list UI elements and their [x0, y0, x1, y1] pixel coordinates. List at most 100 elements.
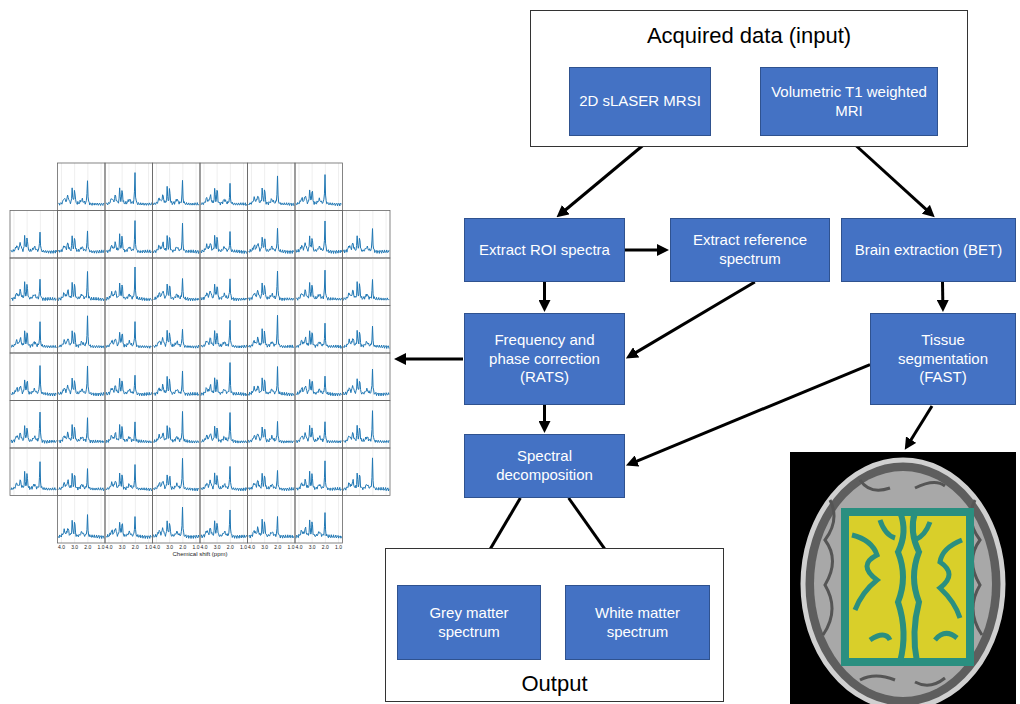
- grid-line: [74, 211, 75, 259]
- process-box: Volumetric T1 weighted MRI: [760, 67, 938, 136]
- process-box: Extract reference spectrum: [670, 218, 830, 282]
- brain-image: [790, 452, 1016, 704]
- tick-label: 3.0: [166, 544, 173, 550]
- cell-frame: [153, 401, 201, 449]
- spectrum-trace: [249, 315, 295, 348]
- tick-label: 3.0: [309, 544, 316, 550]
- process-box: White matter spectrum: [565, 585, 710, 660]
- grey-matter-rim: [845, 512, 970, 662]
- spectrum-cell: [58, 448, 106, 496]
- spectrum-cell: [105, 448, 153, 496]
- cell-frame: [248, 258, 296, 306]
- spectra-grid: [10, 163, 390, 543]
- spectrum-trace: [106, 221, 152, 253]
- cell-frame: [343, 306, 391, 354]
- cell-frame: [343, 258, 391, 306]
- flow-arrow: [941, 282, 944, 304]
- spectrum-trace: [344, 279, 390, 300]
- image-background: [790, 452, 1016, 704]
- spectrum-cell: [10, 448, 58, 496]
- grid-line: [169, 496, 170, 544]
- grey-matter-midline: [898, 512, 919, 662]
- spectrum-cell: [105, 163, 153, 211]
- spectrum-cell: [10, 353, 58, 401]
- grid-line: [217, 306, 218, 354]
- grid-line: [169, 163, 170, 211]
- cell-frame: [200, 211, 248, 259]
- spectrum-trace: [249, 517, 295, 539]
- spectrum-cell: [200, 163, 248, 211]
- cell-frame: [153, 163, 201, 211]
- grid-line: [122, 353, 123, 401]
- cell-frame: [58, 211, 106, 259]
- tick-label: 4.0: [295, 544, 302, 550]
- spectrum-cell: [248, 401, 296, 449]
- box-label: Extract reference spectrum: [679, 231, 821, 269]
- grid-line: [27, 211, 28, 259]
- cell-frame: [248, 401, 296, 449]
- flow-arrow: [543, 405, 546, 425]
- tick-label: 4.0: [248, 544, 255, 550]
- grid-line: [264, 353, 265, 401]
- spectrum-trace: [11, 412, 57, 443]
- cell-frame: [10, 306, 58, 354]
- spectrum-trace: [154, 371, 200, 396]
- spectrum-cell: [200, 306, 248, 354]
- cell-frame: [200, 163, 248, 211]
- spectrum-cell: [105, 258, 153, 306]
- grid-line: [122, 258, 123, 306]
- group-box: Acquired data (input)2D sLASER MRSIVolum…: [530, 10, 968, 147]
- spectrum-cell: [248, 258, 296, 306]
- cell-frame: [295, 306, 343, 354]
- grid-line: [27, 448, 28, 496]
- spectrum-trace: [201, 413, 247, 444]
- cell-frame: [105, 401, 153, 449]
- spectrum-trace: [296, 175, 342, 206]
- grey-matter-folds: [852, 520, 962, 640]
- cell-frame: [105, 163, 153, 211]
- spectrum-cell: [58, 306, 106, 354]
- process-box: Brain extraction (BET): [841, 218, 1016, 282]
- spectrum-cell: [10, 401, 58, 449]
- cell-frame: [295, 211, 343, 259]
- tick-label: 3.0: [119, 544, 126, 550]
- cell-frame: [10, 401, 58, 449]
- flow-arrow: [563, 136, 655, 212]
- grid-line: [359, 353, 360, 401]
- grid-line: [359, 306, 360, 354]
- spectrum-cell: [200, 258, 248, 306]
- tick-label: 3.0: [261, 544, 268, 550]
- spectrum-cell: [105, 306, 153, 354]
- spectrum-trace: [344, 326, 390, 348]
- spectrum-trace: [59, 231, 105, 253]
- group-heading: Output: [386, 671, 723, 697]
- spectrum-trace: [106, 465, 152, 491]
- spectrum-trace: [249, 470, 295, 490]
- spectrum-cell: [295, 401, 343, 449]
- spectrum-cell: [153, 496, 201, 544]
- spectrum-trace: [106, 267, 152, 301]
- spectrum-cell: [343, 448, 391, 496]
- spectrum-cell: [58, 258, 106, 306]
- spectrum-trace: [59, 271, 105, 300]
- tick-label: 4.0: [153, 544, 160, 550]
- flow-arrow: [633, 365, 870, 463]
- cell-frame: [295, 258, 343, 306]
- grid-line: [312, 163, 313, 211]
- spectrum-trace: [154, 507, 200, 538]
- grid-line: [312, 496, 313, 544]
- spectrum-trace: [201, 232, 247, 254]
- grid-line: [74, 496, 75, 544]
- process-box: 2D sLASER MRSI: [569, 67, 711, 136]
- spectrum-cell: [10, 258, 58, 306]
- grid-line: [74, 353, 75, 401]
- spectrum-trace: [249, 176, 295, 206]
- segmentation-overlay: [845, 512, 970, 662]
- grid-line: [217, 353, 218, 401]
- spectrum-trace: [296, 422, 342, 443]
- process-box: Extract ROI spectra: [464, 218, 625, 282]
- cell-frame: [200, 448, 248, 496]
- spectrum-trace: [154, 180, 200, 205]
- spectrum-trace: [59, 181, 105, 206]
- spectrum-trace: [201, 510, 247, 538]
